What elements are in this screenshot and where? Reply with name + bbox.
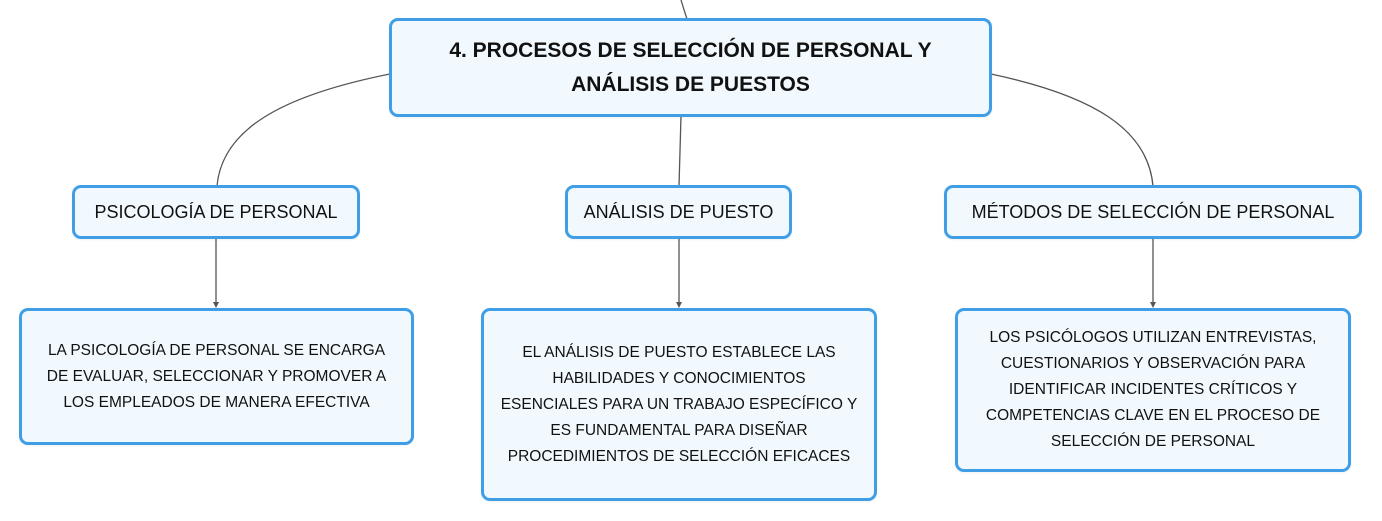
detail-node-metodos-de-seleccion[interactable]: LOS PSICÓLOGOS UTILIZAN ENTREVISTAS, CUE… (955, 308, 1351, 472)
arrowhead-leaf-2 (676, 302, 682, 308)
arrowhead-leaf-3 (1150, 302, 1156, 308)
connector-parent-to-root (680, 0, 688, 20)
detail-node-analisis-de-puesto[interactable]: EL ANÁLISIS DE PUESTO ESTABLECE LAS HABI… (481, 308, 877, 501)
arrowhead-leaf-1 (213, 302, 219, 308)
connector-root-to-topic-3 (990, 73, 1154, 187)
topic-node-analisis-de-puesto[interactable]: ANÁLISIS DE PUESTO (565, 185, 792, 239)
connector-root-to-topic-1 (216, 73, 391, 187)
root-topic-node[interactable]: 4. PROCESOS DE SELECCIÓN DE PERSONAL Y A… (389, 18, 992, 117)
topic-node-metodos-de-seleccion[interactable]: MÉTODOS DE SELECCIÓN DE PERSONAL (944, 185, 1362, 239)
detail-node-psicologia-de-personal[interactable]: LA PSICOLOGÍA DE PERSONAL SE ENCARGA DE … (19, 308, 414, 445)
topic-node-psicologia-de-personal[interactable]: PSICOLOGÍA DE PERSONAL (72, 185, 360, 239)
connector-root-to-topic-2 (678, 115, 682, 187)
